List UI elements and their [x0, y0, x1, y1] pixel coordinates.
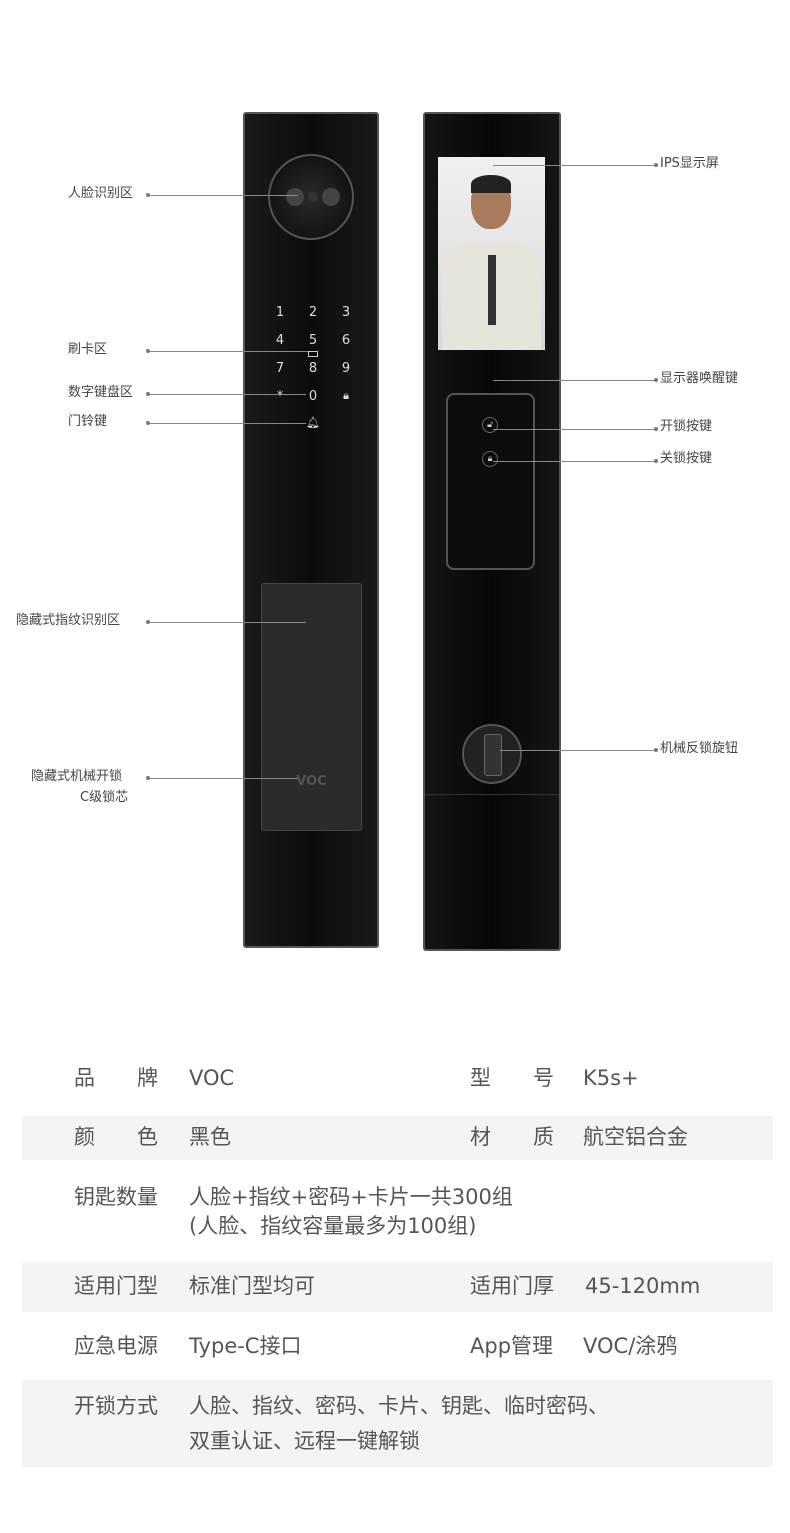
- spec-row: 应急电源 Type-C接口 App管理 VOC/涂鸦: [22, 1322, 773, 1370]
- key-star[interactable]: *: [276, 389, 284, 404]
- spec-value: 人脸、指纹、密码、卡片、钥匙、临时密码、: [189, 1394, 609, 1418]
- spec-label: 颜 色: [74, 1125, 158, 1149]
- spec-value: 人脸+指纹+密码+卡片一共300组: [189, 1185, 513, 1209]
- deadbolt-knob[interactable]: [462, 724, 522, 784]
- card-icon: [308, 351, 318, 357]
- key-4[interactable]: 4: [275, 333, 285, 348]
- spec-label: 品 牌: [74, 1066, 158, 1090]
- spec-label: 适用门型: [74, 1274, 158, 1298]
- callout-mechanical: 隐藏式机械开锁: [31, 769, 123, 784]
- back-lock-panel: 🔓︎ 🔒︎: [423, 112, 561, 951]
- spec-label: 应急电源: [74, 1334, 158, 1358]
- lock-button[interactable]: 🔒︎: [482, 451, 498, 467]
- handle[interactable]: 🔓︎ 🔒︎: [446, 393, 535, 570]
- spec-label: 开锁方式: [74, 1394, 158, 1418]
- spec-label: 钥匙数量: [74, 1185, 158, 1209]
- callout-doorbell: 门铃键: [68, 414, 108, 429]
- front-lock-panel: 1 2 3 4 5 6 7 8 9 * 0 🔒︎ 🔔︎ VOC: [243, 112, 379, 948]
- spec-row: 颜 色 黑色 材 质 航空铝合金: [22, 1116, 773, 1160]
- key-9[interactable]: 9: [341, 361, 351, 376]
- spec-value: 标准门型均可: [189, 1274, 315, 1298]
- spec-value-line2: (人脸、指纹容量最多为100组): [189, 1214, 477, 1238]
- ips-screen: [438, 157, 545, 350]
- spec-value: 45-120mm: [585, 1274, 701, 1298]
- key-8[interactable]: 8: [308, 361, 318, 376]
- callout-ips: IPS显示屏: [660, 156, 719, 171]
- brand-mark: VOC: [296, 774, 327, 789]
- face-camera: [268, 154, 354, 240]
- spec-value: VOC/涂鸦: [583, 1334, 678, 1358]
- callout-card: 刷卡区: [68, 342, 108, 357]
- spec-value: Type-C接口: [189, 1334, 302, 1358]
- spec-label: 适用门厚: [470, 1274, 554, 1298]
- spec-value: K5s+: [583, 1066, 639, 1090]
- lock-key-icon[interactable]: 🔒︎: [343, 389, 349, 402]
- callout-fingerprint: 隐藏式指纹识别区: [16, 613, 121, 628]
- key-7[interactable]: 7: [275, 361, 285, 376]
- callout-lock: 关锁按键: [660, 451, 713, 466]
- spec-row: 品 牌 VOC 型 号 K5s+: [22, 1055, 773, 1100]
- spec-label: 型 号: [470, 1066, 554, 1090]
- callout-unlock: 开锁按键: [660, 419, 713, 434]
- key-3[interactable]: 3: [341, 305, 351, 320]
- callout-face: 人脸识别区: [68, 186, 134, 201]
- key-2[interactable]: 2: [308, 305, 318, 320]
- spec-value: 航空铝合金: [583, 1125, 688, 1149]
- spec-row: 钥匙数量 人脸+指纹+密码+卡片一共300组 (人脸、指纹容量最多为100组): [22, 1176, 773, 1246]
- spec-value: VOC: [189, 1066, 235, 1090]
- callout-wake: 显示器唤醒键: [660, 371, 739, 386]
- spec-value: 黑色: [189, 1125, 231, 1149]
- doorbell-icon[interactable]: 🔔︎: [306, 416, 320, 429]
- callout-knob: 机械反锁旋钮: [660, 741, 739, 756]
- key-5[interactable]: 5: [308, 333, 318, 348]
- spec-value-line2: 双重认证、远程一键解锁: [189, 1429, 420, 1453]
- callout-cylinder: C级锁芯: [80, 790, 129, 805]
- spec-row: 适用门型 标准门型均可 适用门厚 45-120mm: [22, 1262, 773, 1312]
- callout-keypad: 数字键盘区: [68, 385, 134, 400]
- key-1[interactable]: 1: [275, 305, 285, 320]
- unlock-button[interactable]: 🔓︎: [482, 417, 498, 433]
- fingerprint-cover: VOC: [261, 583, 362, 831]
- key-0[interactable]: 0: [308, 389, 318, 404]
- key-6[interactable]: 6: [341, 333, 351, 348]
- spec-row: 开锁方式 人脸、指纹、密码、卡片、钥匙、临时密码、 双重认证、远程一键解锁: [22, 1380, 773, 1467]
- spec-label: 材 质: [470, 1125, 554, 1149]
- spec-label: App管理: [470, 1334, 554, 1358]
